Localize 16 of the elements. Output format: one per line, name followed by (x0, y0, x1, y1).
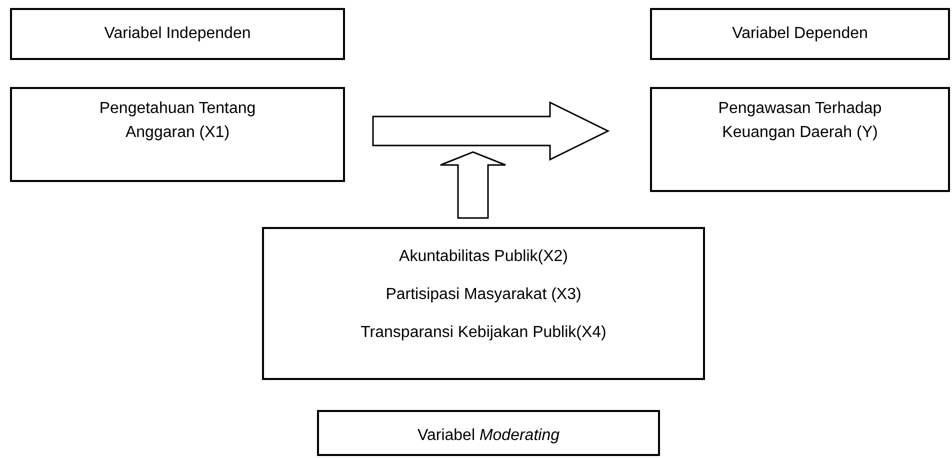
block-arrow (372, 101, 610, 161)
variable-box (262, 227, 705, 380)
box-text: Variabel Moderating (416, 426, 560, 446)
box-text: Variabel Independen (103, 24, 252, 44)
box-text: Transparansi Kebijakan Publik(X4) (360, 323, 608, 343)
box-text: Pengetahuan Tentang Anggaran (X1) (98, 99, 257, 143)
box-text: Pengawasan Terhadap Keuangan Daerah (Y) (717, 99, 883, 143)
box-text: Akuntabilitas Publik(X2) (398, 247, 569, 267)
variable-box (317, 410, 660, 456)
variable-box (650, 87, 950, 192)
box-text: Variabel Dependen (731, 24, 869, 44)
variable-box (650, 8, 950, 60)
block-arrow (440, 151, 506, 219)
variable-box (10, 87, 345, 182)
box-text: Partisipasi Masyarakat (X3) (384, 285, 582, 305)
variable-box (10, 8, 345, 60)
